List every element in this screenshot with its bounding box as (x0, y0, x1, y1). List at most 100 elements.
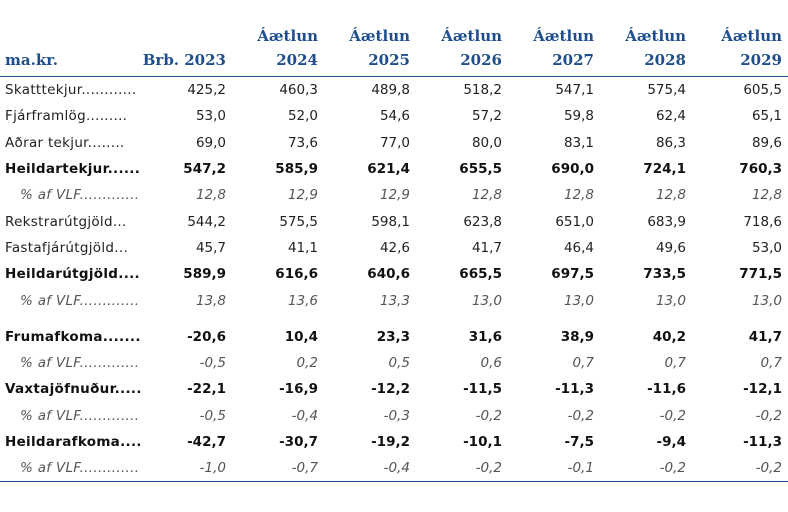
cell: 460,3 (279, 82, 318, 99)
cell: -12,1 (743, 381, 782, 398)
col-header: Brb. 2023 (140, 0, 232, 77)
cell: -0,4 (291, 407, 318, 424)
table-row: Aðrar tekjur........ 69,0 73,6 77,0 80,0… (0, 130, 788, 156)
cell: 10,4 (284, 328, 318, 345)
cell: -0,2 (475, 407, 502, 424)
cell: 54,6 (379, 108, 410, 125)
row-label: Fjárframlög......... (5, 108, 128, 125)
cell: -16,9 (279, 381, 318, 398)
cell: 0,6 (480, 355, 502, 372)
cell: 547,1 (555, 82, 594, 99)
cell: 12,9 (379, 187, 410, 204)
cell: 489,8 (371, 82, 410, 99)
cell: 41,1 (287, 239, 318, 256)
cell: -1,0 (140, 455, 232, 483)
cell: 89,6 (751, 134, 782, 151)
cell: -11,3 (555, 381, 594, 398)
row-label: Aðrar tekjur........ (5, 134, 125, 151)
cell: 23,3 (376, 328, 410, 345)
cell: 12,8 (471, 187, 502, 204)
cell: 616,6 (275, 266, 318, 283)
row-label: Vaxtajöfnuður..... (5, 381, 140, 398)
cell: -0,5 (199, 407, 226, 424)
table-row: Fjárframlög......... 53,0 52,0 54,6 57,2… (0, 103, 788, 129)
cell: 13,0 (563, 292, 594, 309)
row-label: % af VLF............. (20, 292, 140, 309)
cell: -11,5 (463, 381, 502, 398)
cell: 62,4 (655, 108, 686, 125)
table-row-pct: % af VLF............. 12,8 12,9 12,9 12,… (0, 182, 788, 208)
cell: 13,0 (471, 292, 502, 309)
cell: 0,7 (572, 355, 594, 372)
row-label: Heildarafkoma.... (5, 434, 140, 450)
table-row-total: Heildarafkoma.... -42,7 -30,7 -19,2 -10,… (0, 429, 788, 455)
cell: -7,5 (564, 434, 594, 450)
cell: -0,7 (232, 455, 324, 483)
row-label: Heildarútgjöld.... (5, 266, 140, 283)
row-label: Fastafjárútgjöld... (5, 239, 129, 256)
cell: 12,8 (195, 187, 226, 204)
cell: -9,4 (656, 434, 686, 450)
cell: 83,1 (563, 134, 594, 151)
cell: 12,8 (655, 187, 686, 204)
cell: 41,7 (471, 239, 502, 256)
cell: 49,6 (655, 239, 686, 256)
cell: 45,7 (195, 239, 226, 256)
cell: 623,8 (463, 213, 502, 230)
cell: -10,1 (463, 434, 502, 450)
cell: 771,5 (739, 266, 782, 283)
cell: -0,1 (508, 455, 600, 483)
cell: -0,2 (600, 455, 692, 483)
cell: -19,2 (371, 434, 410, 450)
cell: 0,7 (664, 355, 686, 372)
row-label: Skatttekjur............ (5, 82, 137, 99)
row-label: Rekstrarútgjöld... (5, 213, 127, 230)
cell: 31,6 (468, 328, 502, 345)
cell: 655,5 (459, 161, 502, 178)
unit-header: ma.kr. (0, 0, 140, 77)
cell: -30,7 (279, 434, 318, 450)
cell: 425,2 (187, 82, 226, 99)
cell: 640,6 (367, 266, 410, 283)
cell: -0,2 (567, 407, 594, 424)
cell: -0,2 (755, 407, 782, 424)
row-label: Heildartekjur...... (5, 161, 140, 178)
cell: 46,4 (563, 239, 594, 256)
cell: 0,2 (296, 355, 318, 372)
cell: 41,7 (748, 328, 782, 345)
cell: -0,4 (324, 455, 416, 483)
cell: 518,2 (463, 82, 502, 99)
table-row: Rekstrarútgjöld... 544,2 575,5 598,1 623… (0, 208, 788, 234)
cell: 65,1 (751, 108, 782, 125)
cell: -42,7 (187, 434, 226, 450)
cell: 0,7 (760, 355, 782, 372)
table-row: Fastafjárútgjöld... 45,7 41,1 42,6 41,7 … (0, 235, 788, 261)
cell: 59,8 (563, 108, 594, 125)
table-row-total: Vaxtajöfnuður..... -22,1 -16,9 -12,2 -11… (0, 376, 788, 402)
cell: 589,9 (183, 266, 226, 283)
cell: 73,6 (287, 134, 318, 151)
cell: 12,8 (563, 187, 594, 204)
table-row-total: Heildarútgjöld.... 589,9 616,6 640,6 665… (0, 261, 788, 287)
cell: 57,2 (471, 108, 502, 125)
table-row-pct: % af VLF............. 13,8 13,6 13,3 13,… (0, 287, 788, 313)
cell: 13,8 (195, 292, 226, 309)
cell: -12,2 (371, 381, 410, 398)
cell: 683,9 (647, 213, 686, 230)
row-label: Frumafkoma......... (5, 328, 140, 345)
cell: 12,9 (287, 187, 318, 204)
cell: 598,1 (371, 213, 410, 230)
cell: 575,5 (279, 213, 318, 230)
cell: 585,9 (275, 161, 318, 178)
cell: 77,0 (379, 134, 410, 151)
cell: 13,6 (287, 292, 318, 309)
cell: 38,9 (560, 328, 594, 345)
table-row-pct: % af VLF............. -0,5 -0,4 -0,3 -0,… (0, 403, 788, 429)
cell: 733,5 (643, 266, 686, 283)
